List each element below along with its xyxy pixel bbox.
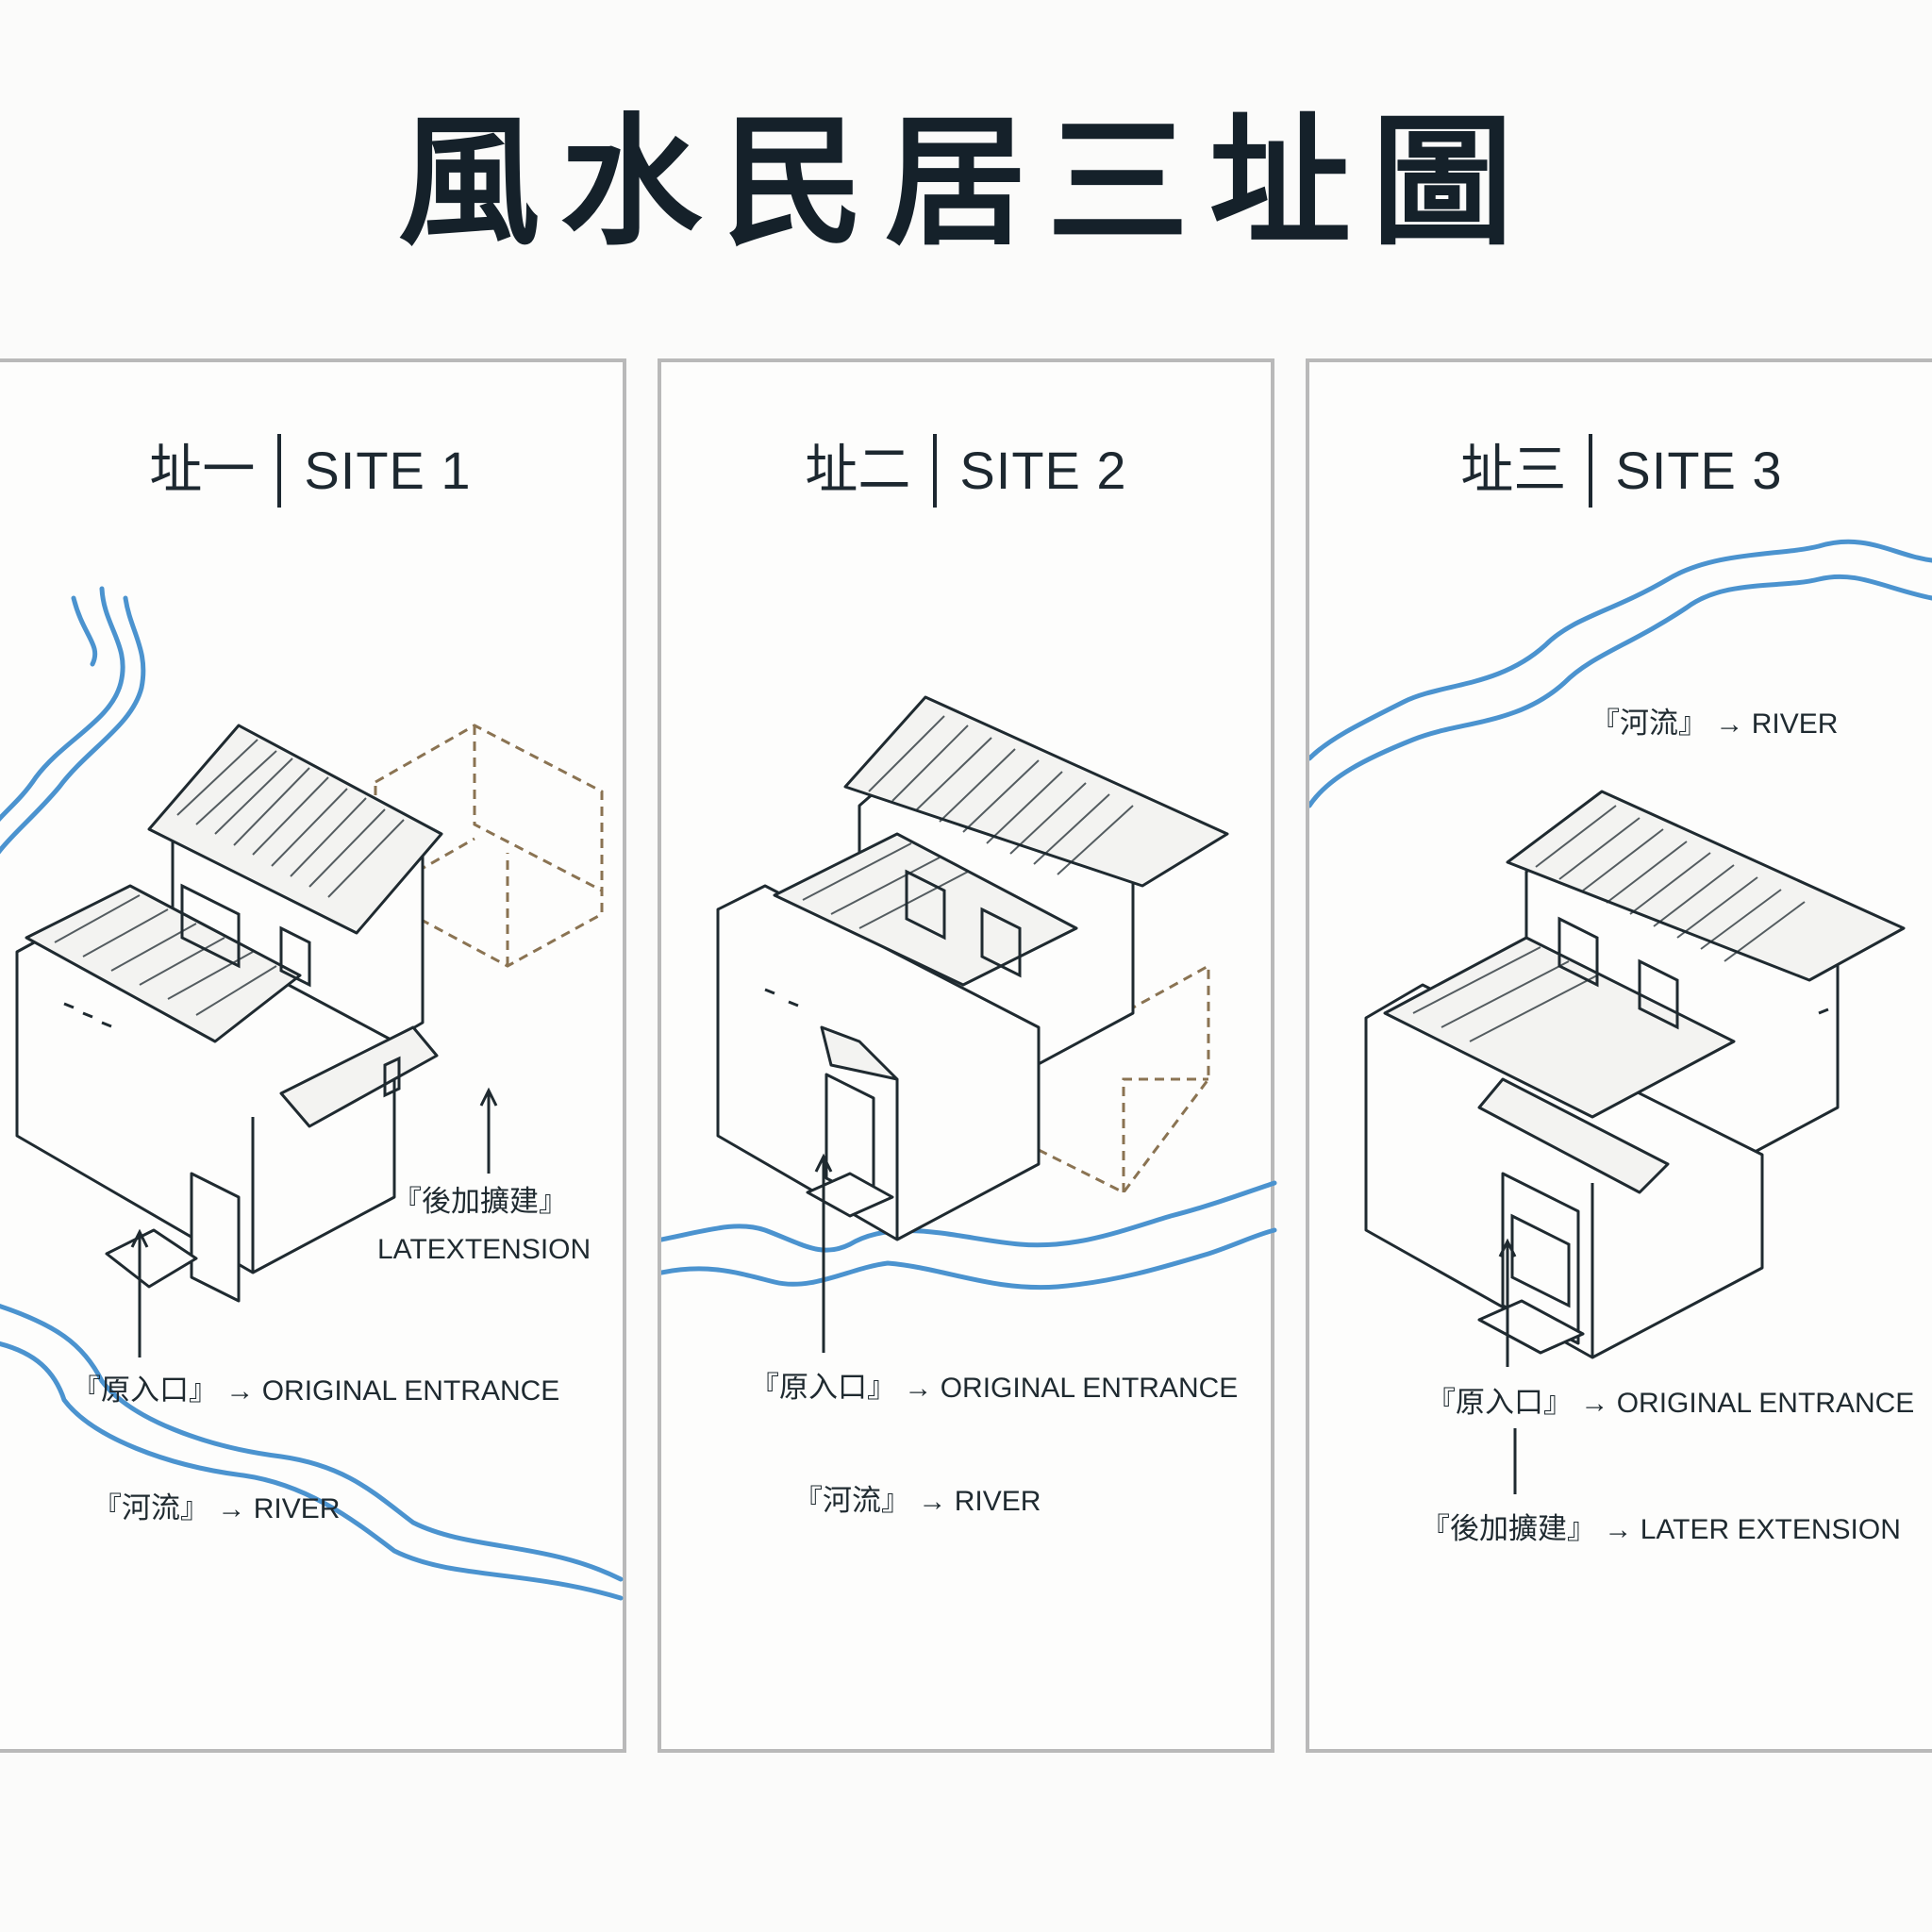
site-1-header-zh: 址一 (149, 440, 256, 501)
river-icon (1309, 539, 1932, 808)
site-3-drawing (1309, 539, 1932, 1494)
site-2-panel: 址二 SITE 2 (658, 358, 1277, 1753)
extension-label-en: LATER EXTENSION (1640, 1514, 1901, 1545)
arrow-glyph: → (918, 1486, 947, 1517)
site-2-header-zh: 址二 (805, 440, 911, 501)
site-3-header: 址三 SITE 3 (1309, 434, 1932, 508)
river-icon (0, 586, 624, 1601)
arrow-glyph: → (217, 1493, 246, 1524)
house-2-icon (716, 695, 1229, 1241)
house-3-icon (1364, 790, 1906, 1359)
river-label-en: RIVER (1751, 708, 1839, 740)
site-3-extension-label: 『後加擴建』 → LATER EXTENSION (1421, 1515, 1901, 1544)
site-2-header-en: SITE 2 (959, 441, 1127, 500)
site-2-header: 址二 SITE 2 (661, 434, 1271, 508)
arrow-glyph: → (1604, 1514, 1633, 1545)
site-1-panel: 址一 SITE 1 (0, 358, 626, 1753)
entrance-label-en: ORIGINAL ENTRANCE (940, 1373, 1239, 1404)
arrow-glyph: → (225, 1375, 255, 1407)
site-3-entrance-label: 『原入口』 → ORIGINAL ENTRANCE (1426, 1389, 1914, 1418)
site-2-drawing (661, 695, 1277, 1353)
site-1-extension-label-en: LATEXTENSION (377, 1236, 591, 1264)
site-1-header-en: SITE 1 (304, 441, 472, 500)
arrow-glyph: → (1580, 1388, 1609, 1419)
arrow-glyph: → (904, 1373, 933, 1404)
entrance-label-en: ORIGINAL ENTRANCE (1616, 1388, 1915, 1419)
extension-label-zh: 『後加擴建』 (392, 1185, 568, 1219)
site-3-header-en: SITE 3 (1615, 441, 1783, 500)
entrance-label-en: ORIGINAL ENTRANCE (261, 1375, 560, 1407)
site-2-entrance-label: 『原入口』 → ORIGINAL ENTRANCE (750, 1374, 1238, 1403)
site-3-header-zh: 址三 (1460, 440, 1567, 501)
header-divider (277, 434, 282, 508)
entrance-label-zh: 『原入口』 (72, 1374, 218, 1407)
page-title: 風水民居三址圖 (397, 99, 1534, 265)
header-divider (1589, 434, 1593, 508)
river-label-zh: 『河流』 (1591, 707, 1707, 741)
site-1-entrance-label: 『原入口』 → ORIGINAL ENTRANCE (72, 1376, 559, 1406)
site-1-extension-label-zh: 『後加擴建』 (392, 1188, 568, 1217)
site-3-river-label: 『河流』 → RIVER (1591, 709, 1838, 739)
site-1-header: 址一 SITE 1 (0, 434, 623, 508)
entrance-label-zh: 『原入口』 (1426, 1386, 1573, 1420)
entrance-label-zh: 『原入口』 (750, 1371, 896, 1405)
site-1-drawing (0, 586, 624, 1601)
river-label-en: RIVER (253, 1493, 341, 1524)
arrow-glyph: → (1715, 708, 1744, 740)
house-1-icon (15, 724, 443, 1303)
river-label-en: RIVER (954, 1486, 1041, 1517)
river-label-zh: 『河流』 (793, 1484, 910, 1518)
extension-label-en: LATEXTENSION (377, 1234, 591, 1265)
extension-label-zh: 『後加擴建』 (1421, 1512, 1596, 1546)
river-icon (661, 1180, 1277, 1291)
header-divider (933, 434, 938, 508)
site-2-river-label: 『河流』 → RIVER (793, 1487, 1041, 1516)
river-label-zh: 『河流』 (92, 1491, 209, 1525)
site-3-panel: 址三 SITE 3 (1306, 358, 1932, 1753)
site-1-river-label: 『河流』 → RIVER (92, 1494, 340, 1524)
